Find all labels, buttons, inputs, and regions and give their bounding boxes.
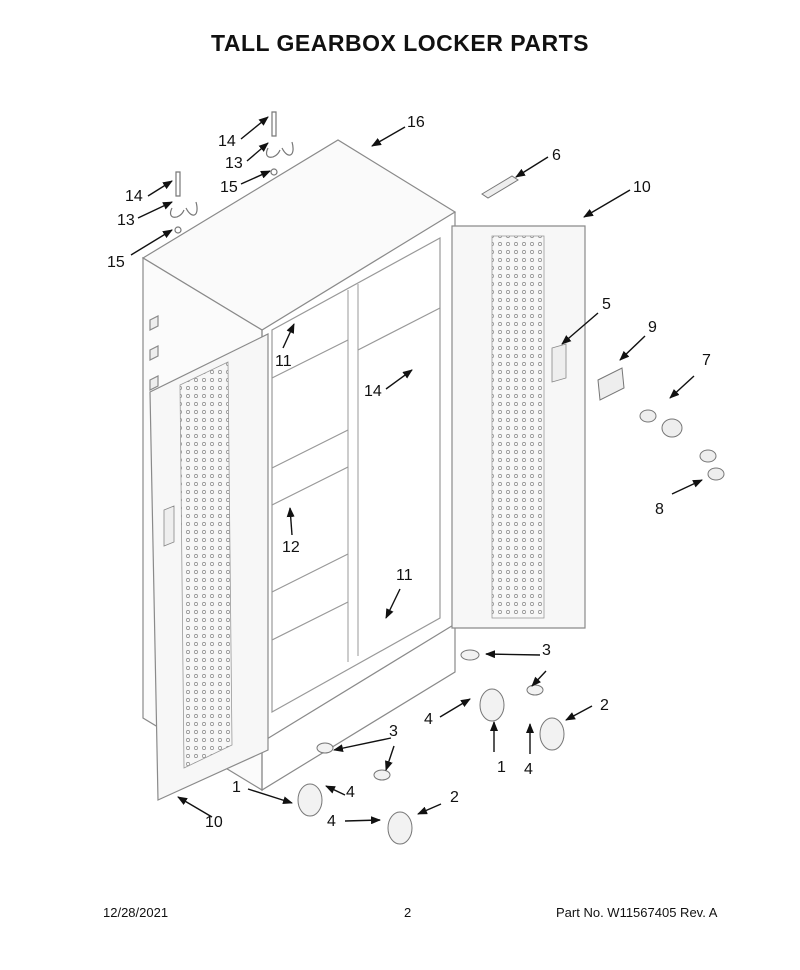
callout-3-right: 3	[542, 642, 551, 659]
callout-4-right-b: 4	[524, 761, 533, 778]
callout-labels: 16 6 10 14 13 15 14 13 15 11 14 12 11 5 …	[107, 114, 711, 831]
callout-15-top: 15	[220, 179, 238, 196]
callout-13-top: 13	[225, 155, 243, 172]
callout-7: 7	[702, 352, 711, 369]
callout-4-left-b: 4	[327, 813, 336, 830]
callout-1-right: 1	[497, 759, 506, 776]
callout-4-left-a: 4	[346, 784, 355, 801]
casters	[297, 649, 565, 845]
callout-14-left: 14	[125, 188, 143, 205]
callout-1-left: 1	[232, 779, 241, 796]
callout-5: 5	[602, 296, 611, 313]
callout-12: 12	[282, 539, 300, 556]
page-title: TALL GEARBOX LOCKER PARTS	[211, 30, 589, 56]
lock-assembly	[597, 367, 725, 481]
callout-15-left: 15	[107, 254, 125, 271]
callout-16: 16	[407, 114, 425, 131]
callout-arrows	[130, 116, 703, 825]
footer-page-number: 2	[404, 905, 412, 920]
callout-6: 6	[552, 147, 561, 164]
right-door	[451, 225, 586, 629]
callout-3-left: 3	[389, 723, 398, 740]
footer-date: 12/28/2021	[103, 905, 169, 920]
callout-14-top: 14	[218, 133, 236, 150]
callout-14-mid: 14	[364, 383, 382, 400]
left-door	[149, 333, 269, 801]
callout-2-right: 2	[600, 697, 609, 714]
callout-11-top: 11	[275, 353, 292, 370]
handle-part	[481, 175, 519, 199]
callout-10-top: 10	[633, 179, 651, 196]
callout-4-right-a: 4	[424, 711, 433, 728]
callout-11-mid: 11	[396, 567, 413, 584]
callout-10-bottom: 10	[205, 814, 223, 831]
footer-part-number: Part No. W11567405 Rev. A	[556, 905, 718, 920]
callout-8: 8	[655, 501, 664, 518]
callout-2-left: 2	[450, 789, 459, 806]
callout-13-left: 13	[117, 212, 135, 229]
callout-9: 9	[648, 319, 657, 336]
